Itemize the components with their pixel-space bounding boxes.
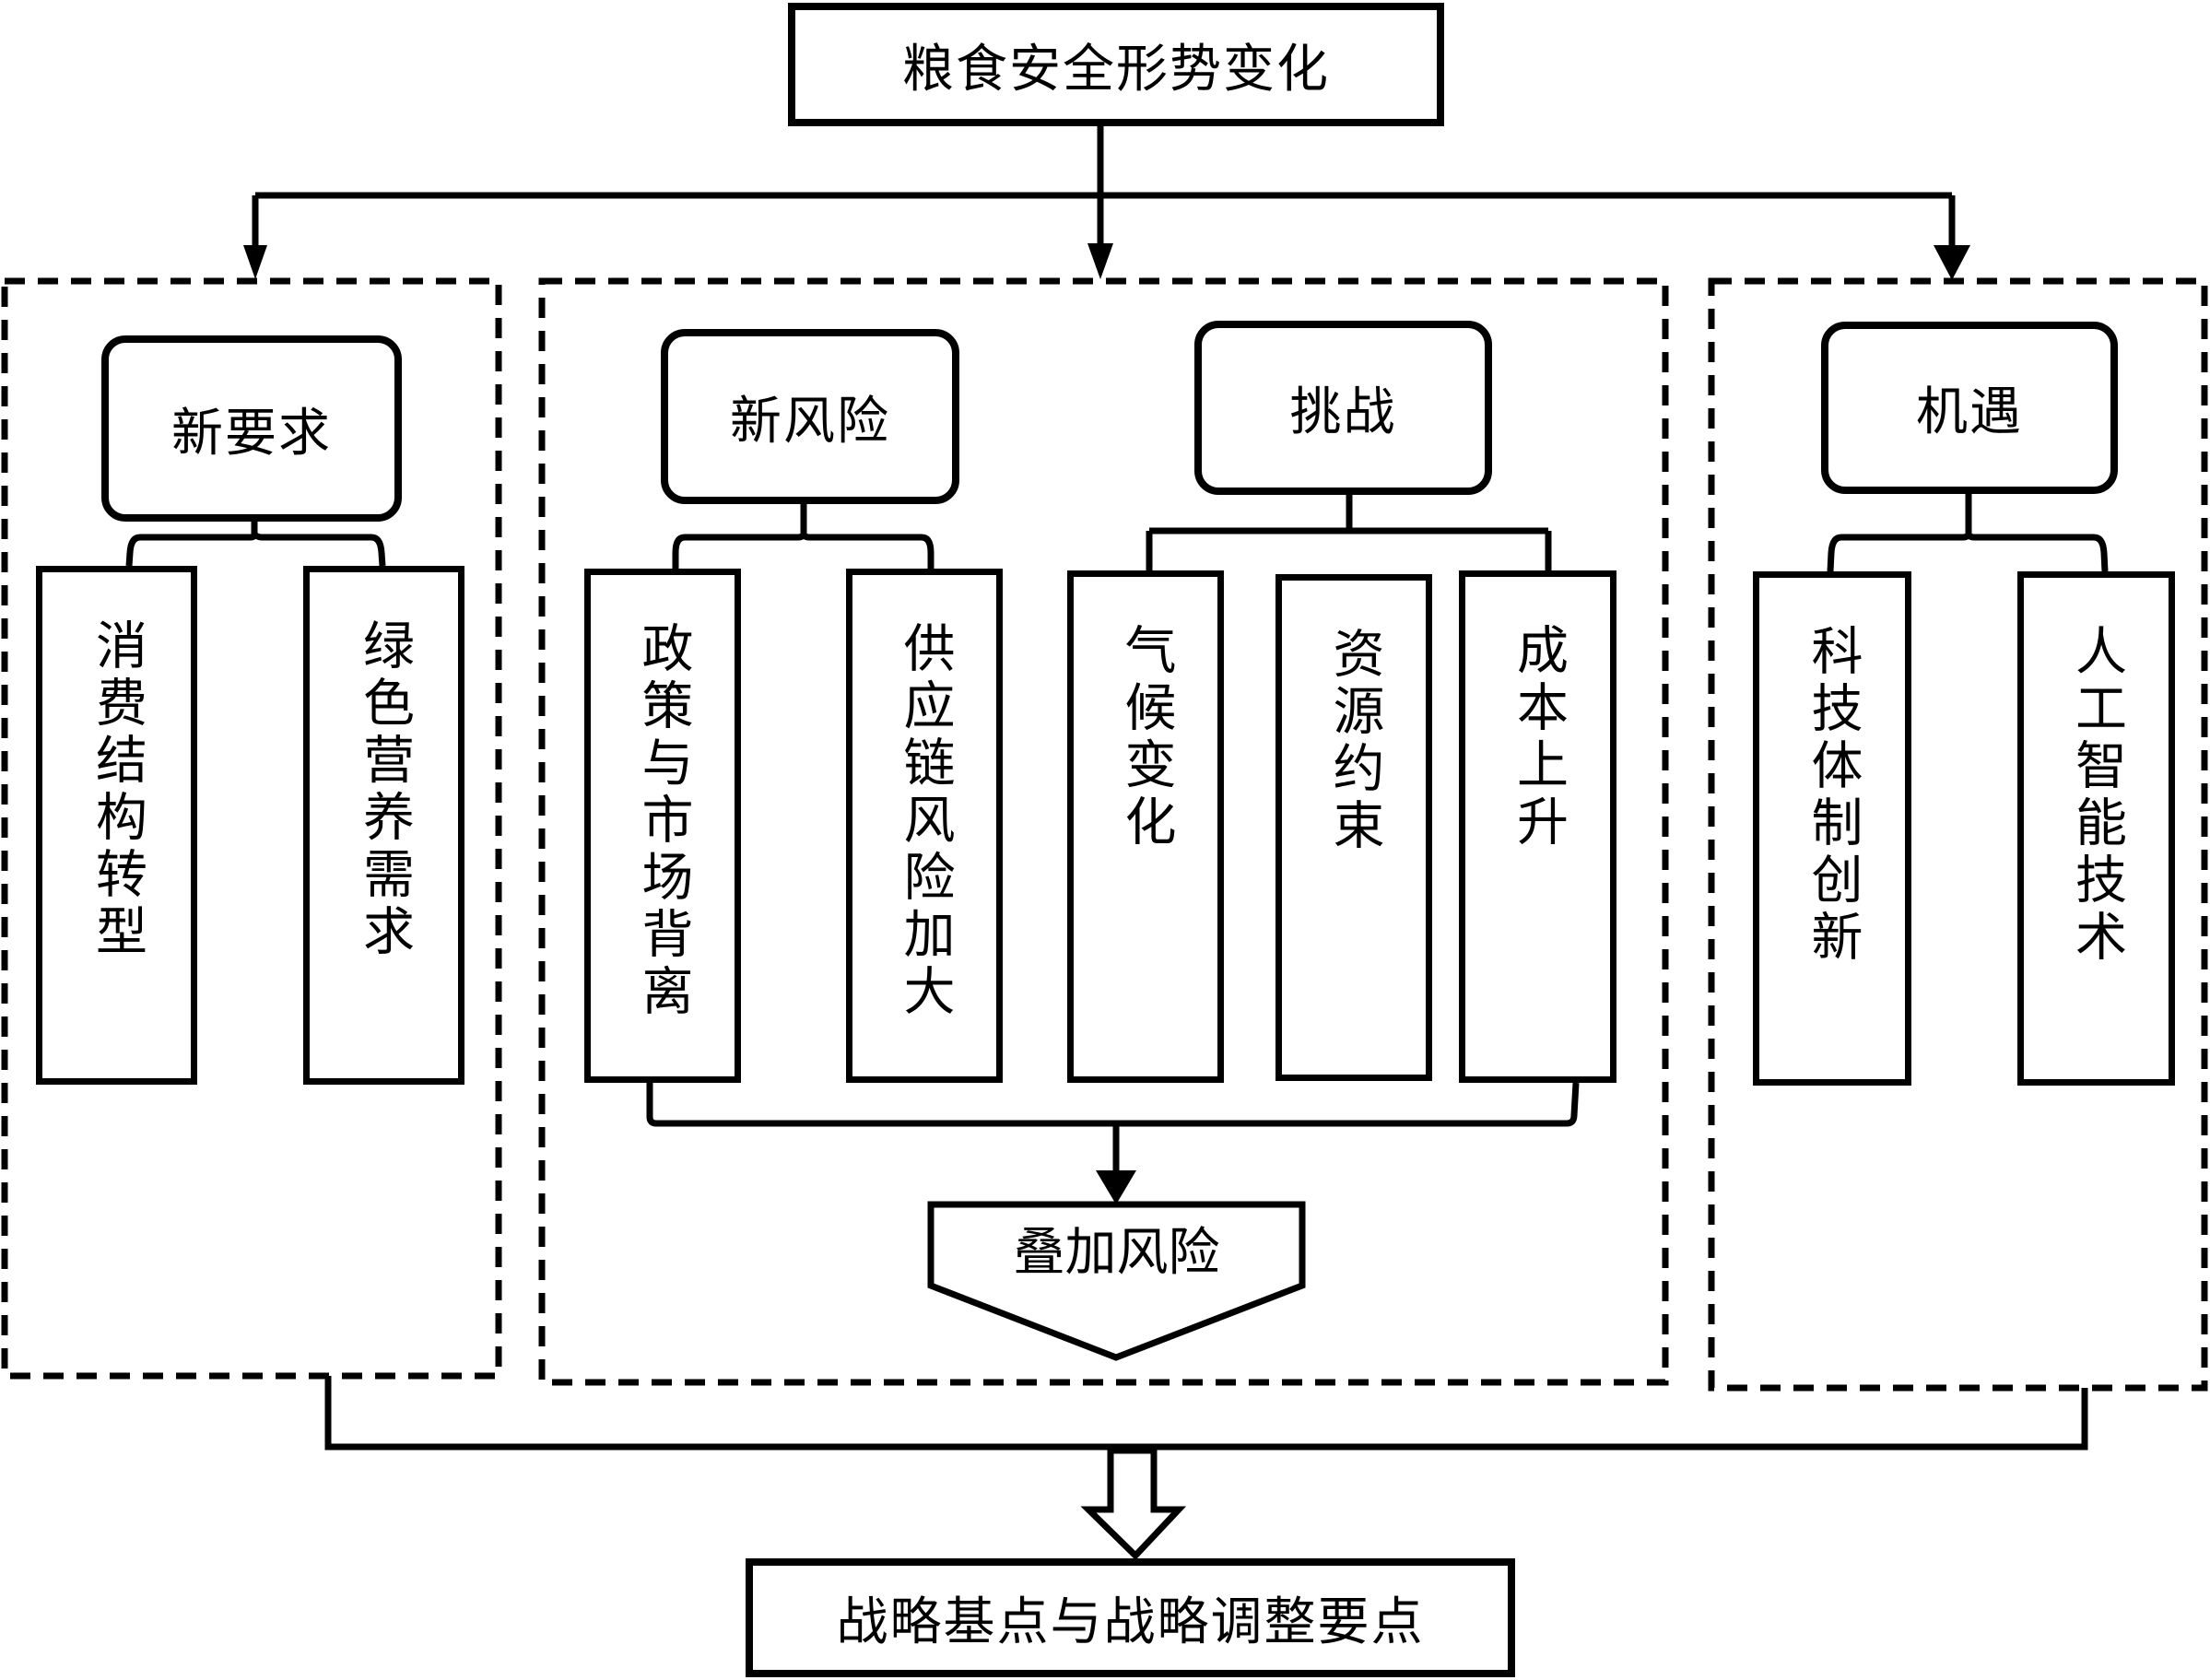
item-label: 政策与市场背离 (633, 621, 693, 1021)
group-risks-border (538, 277, 1669, 1386)
arrow-to-overlay-risk (1096, 1170, 1136, 1204)
item-label: 资源约束 (1324, 627, 1384, 855)
fork-new-risks (672, 504, 935, 569)
item-resource-constraint: 资源约束 (1275, 574, 1432, 1081)
item-label: 消费结构转型 (87, 618, 147, 961)
header-challenges-label: 挑战 (1289, 382, 1397, 442)
item-label: 气候变化 (1116, 623, 1176, 852)
fork-challenges (1146, 495, 1552, 571)
item-green-nutrition: 绿色营养需求 (303, 566, 464, 1085)
header-new-risks-label: 新风险 (730, 391, 890, 452)
item-ai-technology: 人工智能技术 (2017, 571, 2175, 1086)
root-node: 粮食安全形势变化 (788, 3, 1444, 126)
root-label: 粮食安全形势变化 (902, 39, 1330, 100)
group-requirements-border (1, 277, 502, 1380)
arrow-right-group (1934, 245, 1970, 280)
arrow-left-group (243, 245, 267, 279)
hollow-arrow-to-result (1080, 1447, 1187, 1561)
header-challenges: 挑战 (1194, 321, 1492, 495)
item-tech-institution: 科技体制创新 (1753, 571, 1911, 1086)
result-node: 战略基点与战略调整要点 (746, 1558, 1515, 1677)
merge-risks-bar (646, 1082, 1580, 1127)
header-opportunities: 机遇 (1821, 322, 2118, 494)
overlay-risk-label-box: 叠加风险 (931, 1204, 1302, 1292)
item-label: 科技体制创新 (1803, 624, 1863, 967)
header-new-requirements: 新要求 (101, 335, 402, 522)
overlay-risk-label: 叠加风险 (1013, 1223, 1220, 1283)
header-new-risks: 新风险 (661, 329, 959, 504)
header-new-requirements-label: 新要求 (171, 403, 332, 464)
item-climate-change: 气候变化 (1067, 570, 1224, 1083)
item-supply-chain: 供应链风险加大 (846, 569, 1003, 1083)
item-label: 人工智能技术 (2066, 624, 2127, 967)
header-opportunities-label: 机遇 (1916, 382, 2023, 442)
item-consumption-structure: 消费结构转型 (36, 566, 197, 1085)
item-cost-rise: 成本上升 (1459, 570, 1616, 1083)
fork-requirements (125, 522, 386, 567)
group-opportunities-border (1708, 277, 2208, 1392)
result-label: 战略基点与战略调整要点 (836, 1592, 1425, 1652)
item-policy-market: 政策与市场背离 (584, 569, 741, 1083)
overlay-risk-shape (927, 1201, 1306, 1361)
fork-opportunities (1827, 494, 2109, 572)
item-label: 绿色营养需求 (354, 618, 415, 961)
item-label: 成本上升 (1508, 623, 1569, 852)
final-collector (324, 1376, 2088, 1451)
item-label: 供应链风险加大 (895, 621, 955, 1021)
arrow-middle-group (1087, 243, 1113, 279)
